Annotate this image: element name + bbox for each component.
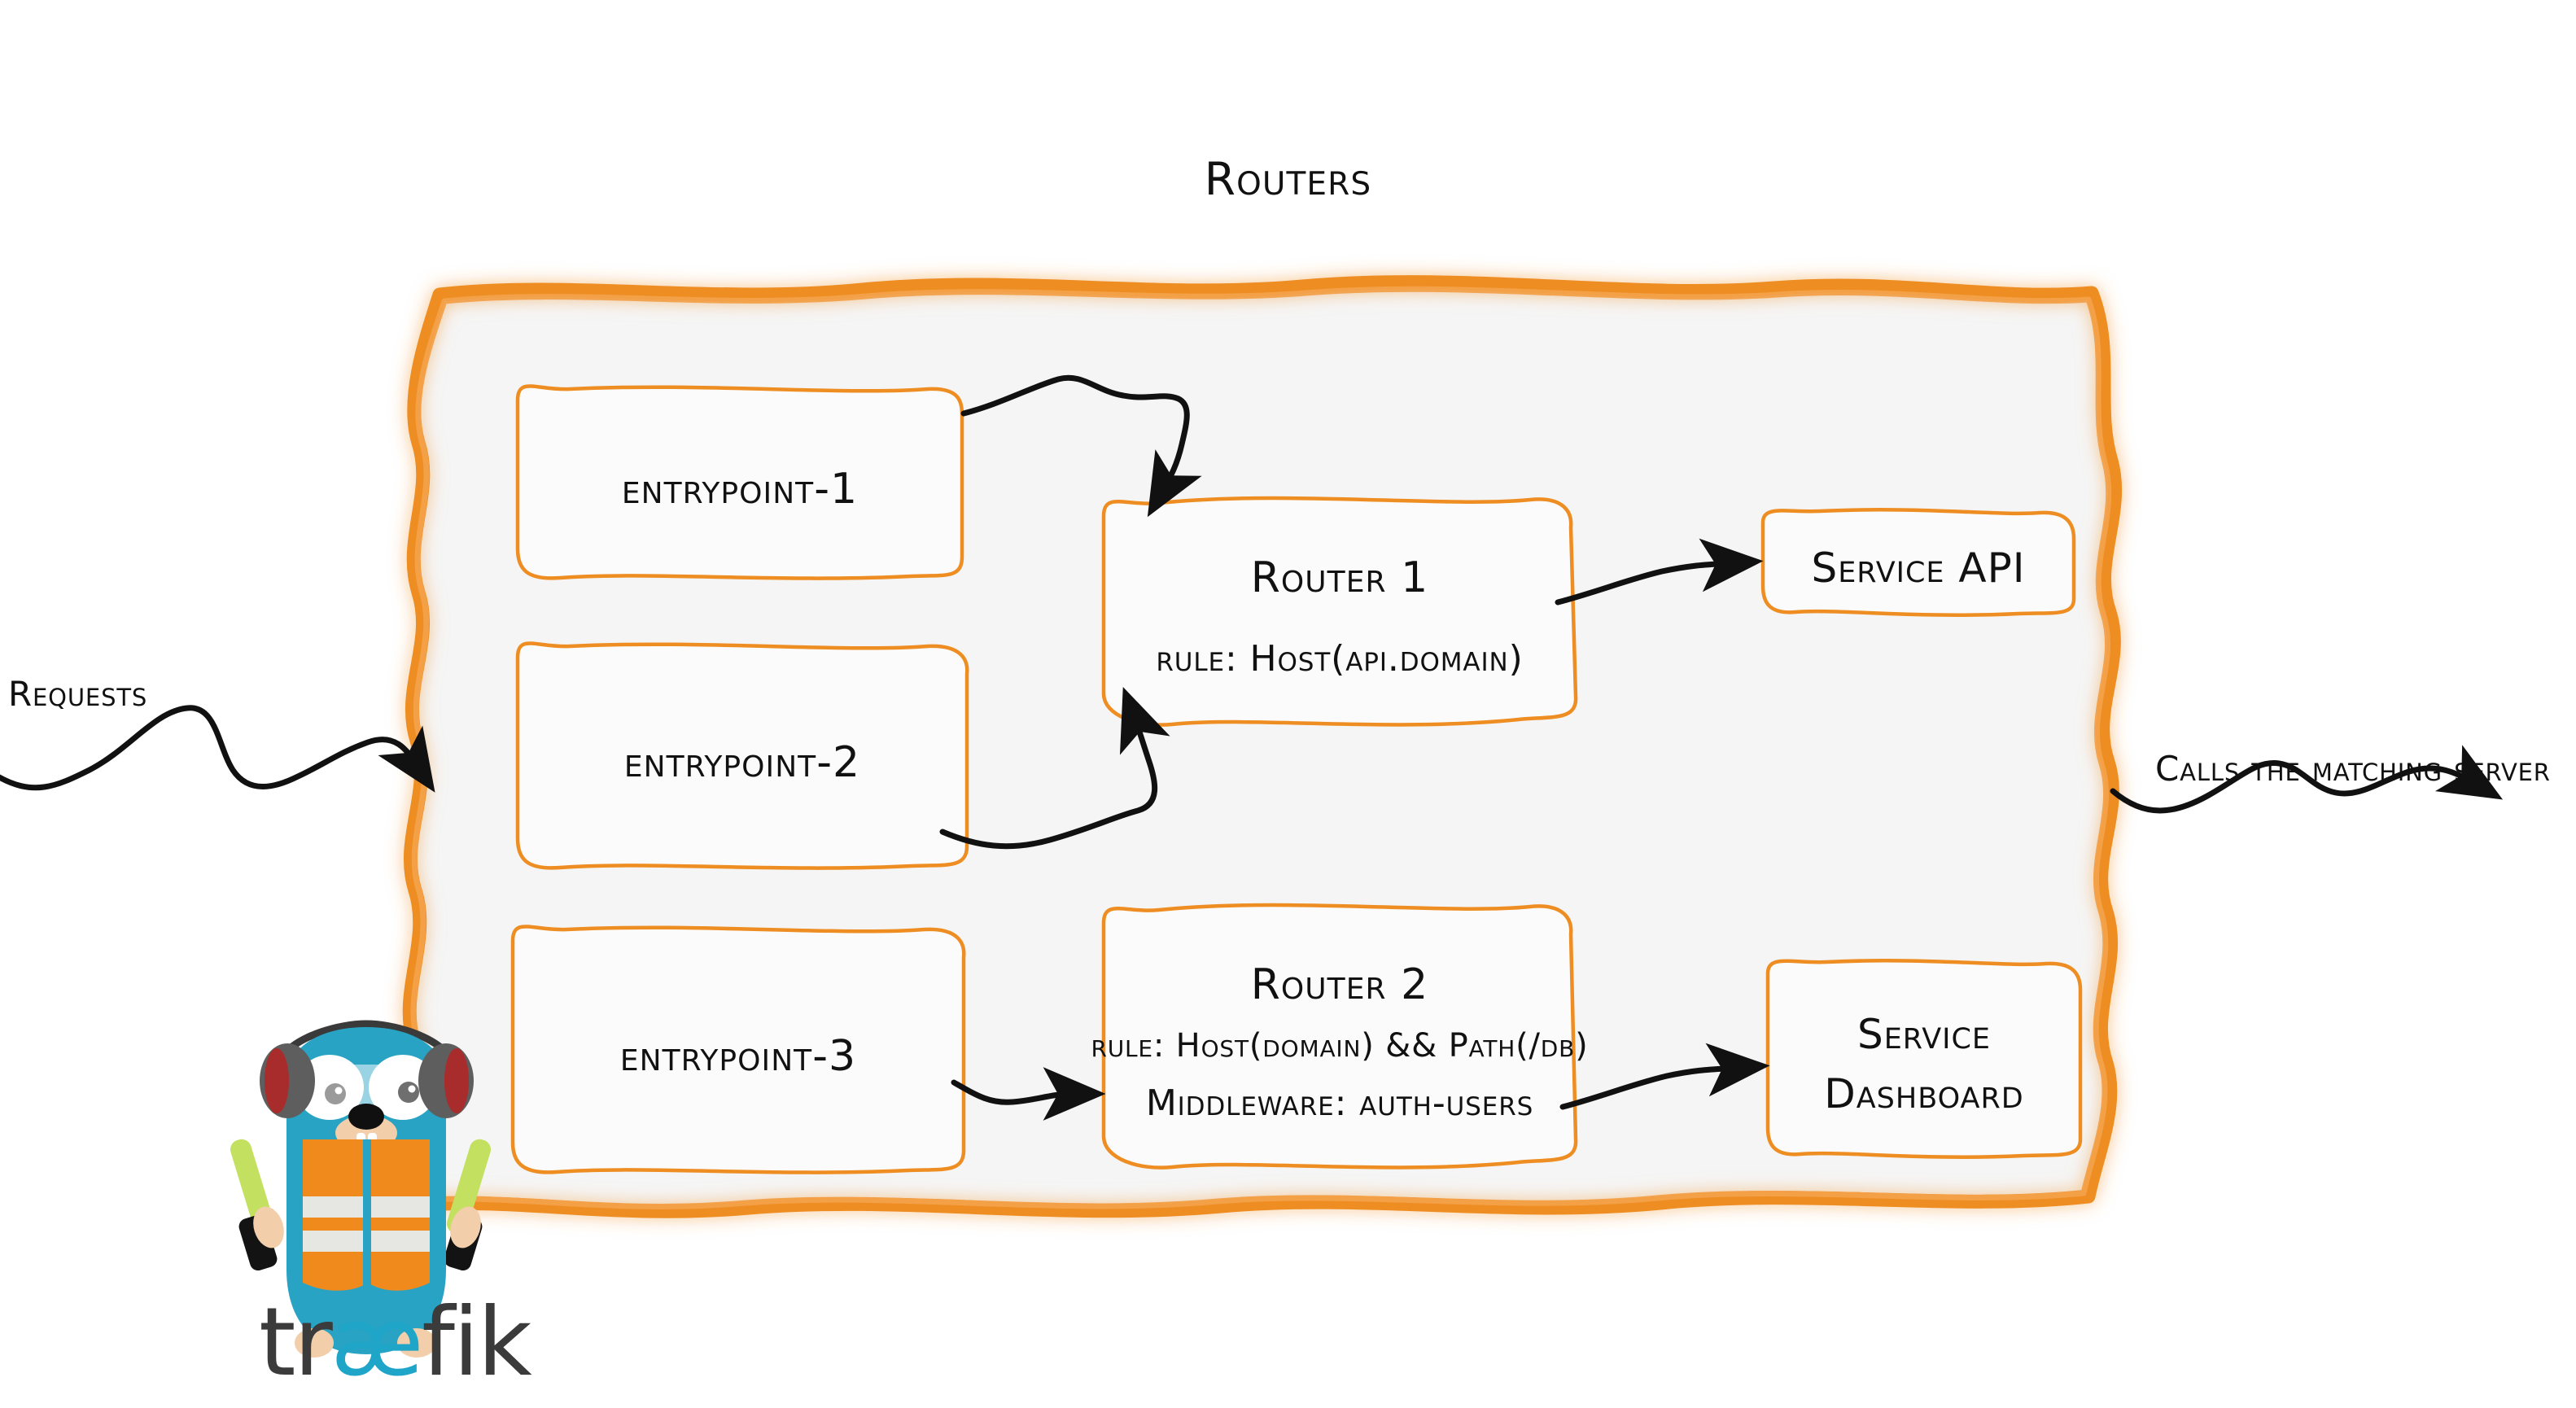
entrypoint-box-3[interactable] — [510, 925, 966, 1174]
arrow-ep1-router1 — [960, 374, 1202, 518]
ear-defender-right — [418, 1043, 474, 1118]
entrypoint-box-1[interactable] — [515, 384, 964, 580]
service-box-api[interactable] — [1760, 508, 2076, 617]
wordmark-prefix: tr — [259, 1288, 333, 1397]
arrow-ep3-router2 — [951, 1067, 1106, 1121]
requests-annotation: Requests — [8, 674, 148, 714]
arrow-calls-server — [2110, 745, 2504, 814]
arrow-ep2-router1 — [939, 686, 1170, 850]
arrow-router2-servicedashboard — [1559, 1043, 1770, 1110]
arrow-router1-serviceapi — [1555, 538, 1764, 606]
arrow-requests — [0, 705, 435, 793]
traefik-wordmark: træfik — [259, 1296, 532, 1401]
wordmark-suffix: fik — [422, 1288, 532, 1397]
ear-defender-left — [260, 1043, 315, 1118]
diagram-title-text: Routers — [1204, 153, 1372, 205]
service-box-dashboard[interactable] — [1765, 959, 2083, 1159]
diagram-title: Routers — [0, 153, 2576, 205]
traefik-gopher-logo — [230, 1020, 491, 1358]
glow-stick-left — [230, 1139, 278, 1271]
wordmark-ae-ligature: æ — [330, 1288, 424, 1397]
router-box-2[interactable] — [1101, 903, 1578, 1170]
calls-matching-server-annotation: Calls the matching server — [2155, 749, 2551, 789]
router-box-1[interactable] — [1101, 496, 1578, 727]
entrypoint-box-2[interactable] — [515, 641, 969, 870]
